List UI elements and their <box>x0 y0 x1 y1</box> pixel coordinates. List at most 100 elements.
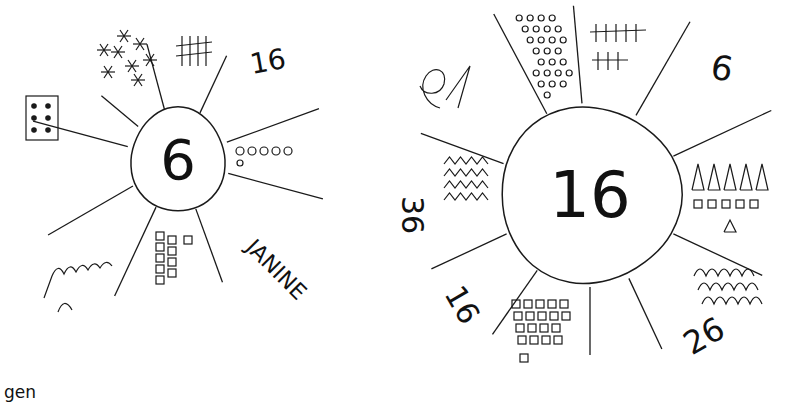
tree-mark <box>136 38 144 50</box>
dot-mark <box>272 147 280 155</box>
square-mark <box>526 312 534 320</box>
dot-mark <box>527 15 533 21</box>
tree-mark <box>114 46 122 58</box>
tree-mark <box>134 74 142 86</box>
number-circle: 6 <box>131 108 225 212</box>
tally-mark <box>197 36 198 66</box>
caption-fragment: gen <box>4 384 36 401</box>
square-mark <box>168 269 176 277</box>
dot-mark <box>260 147 268 155</box>
arch-mark <box>58 303 72 312</box>
tree-mark <box>120 30 128 42</box>
arch-mark <box>702 297 762 304</box>
circle-outline-path <box>131 107 225 211</box>
sun-ray <box>227 109 319 143</box>
square-mark <box>562 312 570 320</box>
square-mark <box>750 200 758 208</box>
tree-mark <box>134 74 142 86</box>
dot-mark <box>248 147 256 155</box>
dot-mark <box>549 81 555 87</box>
triangle-mark <box>708 164 720 190</box>
square-mark <box>538 312 546 320</box>
tally-mark <box>607 52 608 70</box>
dot-mark <box>46 116 50 120</box>
center-number: 16 <box>549 163 630 227</box>
tree-mark <box>104 66 112 78</box>
sun-ray <box>228 173 323 198</box>
tally-mark <box>595 24 596 42</box>
sun-ray <box>636 22 690 116</box>
tree-mark <box>120 30 128 42</box>
dot-mark <box>46 104 50 108</box>
sun-ray <box>115 207 156 296</box>
square-mark <box>168 258 176 266</box>
triangle-mark <box>724 220 736 232</box>
square-mark <box>542 336 550 344</box>
zigzag-mark <box>444 169 488 176</box>
sun-ray <box>421 133 504 163</box>
arch-mark <box>44 262 112 298</box>
dot-mark <box>555 48 561 54</box>
square-mark <box>548 300 556 308</box>
ray-label: JANINE <box>242 236 310 304</box>
square-mark <box>524 300 532 308</box>
dot-mark <box>560 81 566 87</box>
zigzag-mark <box>444 193 488 200</box>
tally-mark <box>592 59 628 60</box>
arch-mark <box>698 283 758 290</box>
tally-mark <box>205 36 206 66</box>
tally-mark <box>590 30 646 32</box>
tally-mark <box>617 52 618 70</box>
square-mark <box>530 336 538 344</box>
tally-mark <box>597 52 598 70</box>
dot-mark <box>538 15 544 21</box>
triangle-mark <box>724 164 736 190</box>
square-mark <box>156 232 164 240</box>
dot-mark <box>544 70 550 76</box>
dot-mark <box>555 26 561 32</box>
sun-ray <box>494 14 547 114</box>
tree-mark <box>100 44 108 56</box>
dot-mark <box>560 59 566 65</box>
ray-label: 36 <box>397 196 427 234</box>
square-mark <box>550 312 558 320</box>
symbol-group <box>26 15 768 362</box>
sun-ray <box>673 110 771 156</box>
tally-mark <box>181 36 182 66</box>
dot-mark <box>538 81 544 87</box>
dot-mark <box>284 147 292 155</box>
dot-mark <box>544 26 550 32</box>
sun-ray <box>48 186 133 235</box>
sun-ray <box>33 121 128 146</box>
square-mark <box>516 324 524 332</box>
square-mark <box>722 200 730 208</box>
sun-ray <box>147 44 165 110</box>
tally-mark <box>615 24 616 42</box>
dot-mark <box>236 147 244 155</box>
square-mark <box>168 236 176 244</box>
square-mark <box>540 324 548 332</box>
dot-mark <box>46 128 50 132</box>
dot-mark <box>538 37 544 43</box>
dot-mark <box>549 59 555 65</box>
tree-mark <box>128 60 136 72</box>
sun-ray <box>431 234 506 269</box>
tree-mark <box>114 46 122 58</box>
zigzag-mark <box>444 157 488 164</box>
dot-mark <box>522 26 528 32</box>
triangle-mark <box>692 164 704 190</box>
square-mark <box>156 265 164 273</box>
dot-mark <box>555 70 561 76</box>
tally-mark <box>176 42 212 46</box>
square-mark <box>552 324 560 332</box>
ray-label: 16 <box>248 45 288 79</box>
square-mark <box>184 236 192 244</box>
square-mark <box>512 300 520 308</box>
square-mark <box>156 254 164 262</box>
square-mark <box>156 276 164 284</box>
tally-mark <box>605 24 606 42</box>
triangle-mark <box>756 164 768 190</box>
dot-mark <box>32 128 36 132</box>
center-number: 6 <box>160 132 196 188</box>
